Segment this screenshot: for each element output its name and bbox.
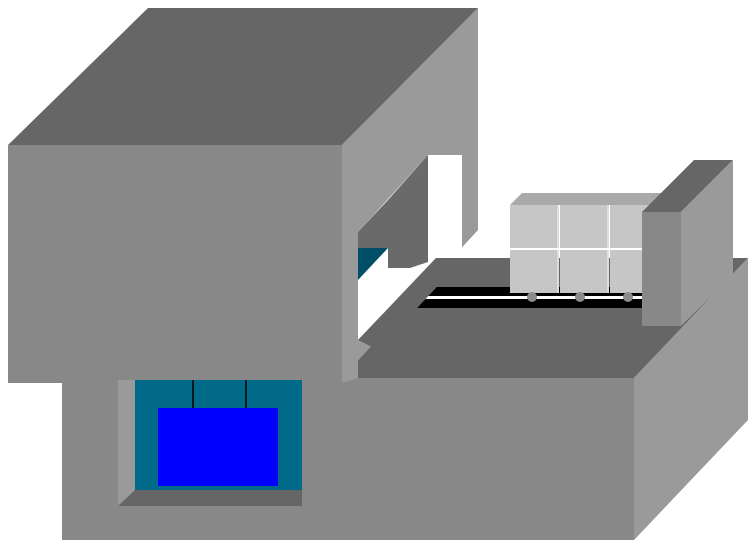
cart-wheels [527, 292, 633, 302]
cart-wheel [527, 292, 537, 302]
tunnel-inner-wall [358, 155, 428, 268]
cargo-box [510, 250, 558, 293]
panel-screen [158, 408, 278, 486]
cart-wheel [575, 292, 585, 302]
housing-top-face [8, 8, 478, 145]
cart-wheel [623, 292, 633, 302]
panel-recess-left [118, 380, 135, 506]
conveyor-rail-lower [355, 299, 650, 308]
machine-housing [8, 8, 478, 383]
housing-front-right-lip [342, 145, 358, 383]
cargo-box [560, 250, 608, 293]
end-stop-top [642, 160, 733, 212]
cargo-box [560, 205, 608, 248]
tunnel-inner-floor [358, 258, 462, 350]
end-stop-side [681, 160, 733, 326]
conveyor-track [355, 287, 650, 308]
end-stop-block [642, 160, 733, 326]
control-panel [118, 380, 302, 506]
cargo-cart [510, 193, 662, 302]
conveyor-rail-upper [355, 287, 650, 296]
housing-front-face [8, 145, 342, 383]
base-right-face [634, 258, 748, 540]
tunnel-accent [358, 248, 388, 280]
panel-recess-bottom [118, 490, 302, 506]
cargo-box-grid [510, 205, 659, 293]
end-stop-front [642, 212, 681, 326]
cargo-box [510, 205, 558, 248]
conveyor-rail-gap [355, 296, 650, 299]
cargo-top-face [510, 193, 662, 205]
